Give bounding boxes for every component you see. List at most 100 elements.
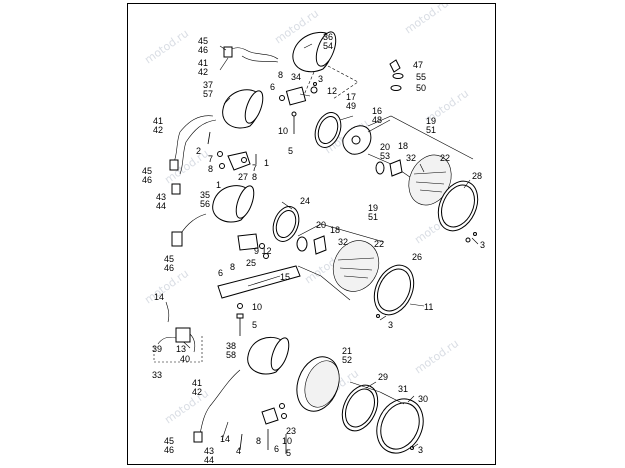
bezel-ring-29 [341,384,379,432]
callout-6: 6 [274,444,279,454]
lamp-lens-mid [332,240,380,292]
callout-7: 7 [208,154,213,164]
callout-32: 32 [406,153,416,163]
wire-14-mid [165,301,170,323]
lamp-ring-24 [272,206,300,242]
callout-34: 34 [291,72,301,82]
callout-10: 10 [282,436,292,446]
callout-32: 32 [338,237,348,247]
callout-10: 10 [252,302,262,312]
lamp-socket-mid [296,235,327,255]
callout-1: 1 [216,180,221,190]
callout-26: 26 [412,252,422,262]
relay-module-13 [153,327,203,363]
callout-7: 7 [252,163,257,173]
callout-22: 22 [374,239,384,249]
leader-lines [219,43,479,449]
callout-11: 11 [424,302,433,312]
callout-8: 8 [256,436,261,446]
callout-20: 20 [316,220,326,230]
callout-5: 5 [252,320,257,330]
callout-22: 22 [440,153,450,163]
bezel-ring-upper [437,180,479,243]
bracket-cluster-lower [221,403,287,454]
callout-47: 47 [413,60,423,70]
watermark: motod.ru [402,4,451,36]
watermark: motod.ru [162,387,211,427]
callout-1: 1 [264,158,269,168]
watermark: motod.ru [412,337,461,377]
diagram-frame: motod.ru motod.ru motod.ru motod.ru moto… [127,3,496,465]
callout-39: 39 [152,344,162,354]
callout-8: 8 [278,70,283,80]
callout-2: 2 [196,146,201,156]
callout-5: 5 [286,448,291,458]
callout-3: 3 [480,240,485,250]
callout-25: 25 [246,258,256,268]
bolt-mid [236,303,244,336]
mount-bar-15 [217,233,301,299]
callout-40: 40 [180,354,190,364]
callout-24: 24 [300,196,310,206]
bracket-cluster-upper [207,131,257,171]
callout-23: 23 [286,426,296,436]
turn-signal-housing-top [223,31,337,73]
callout-14: 14 [220,434,230,444]
callout-6: 6 [270,82,275,92]
bezel-ring-mid [373,264,415,316]
callout-30: 30 [418,394,428,404]
bezel-ring-30 [376,398,424,454]
callout-27: 27 [238,172,248,182]
mount-bracket-34 [279,86,318,134]
callout-5: 5 [288,146,293,156]
callout-8: 8 [230,262,235,272]
callout-18: 18 [398,141,408,151]
callout-50: 50 [416,83,426,93]
lamp-socket-upper [375,159,403,177]
callout-28: 28 [472,171,482,181]
callout-6: 6 [218,268,223,278]
callout-12: 12 [327,86,337,96]
callout-4: 4 [236,446,241,456]
screw-set-47-55-50 [389,59,404,91]
lamp-lens-bottom [296,356,340,412]
callout-3: 3 [388,320,393,330]
callout-18: 18 [330,225,340,235]
turn-signal-housing-third [171,185,255,247]
callout-3: 3 [318,74,323,84]
callout-33: 33 [152,370,162,380]
callout-14: 14 [154,292,164,302]
callout-8: 8 [252,172,257,182]
mount-plate-16 [342,125,372,155]
callout-9-12: 9 12 [254,246,272,256]
lamp-ring-17 [314,112,342,148]
callout-10: 10 [278,126,288,136]
callout-55: 55 [416,72,426,82]
callout-15: 15 [280,272,290,282]
watermark: motod.ru [142,27,191,67]
callout-8: 8 [208,164,213,174]
callout-3: 3 [418,445,423,455]
callout-31: 31 [398,384,408,394]
exploded-parts-diagram: motod.ru motod.ru motod.ru motod.ru moto… [142,4,485,465]
callout-29: 29 [378,372,388,382]
